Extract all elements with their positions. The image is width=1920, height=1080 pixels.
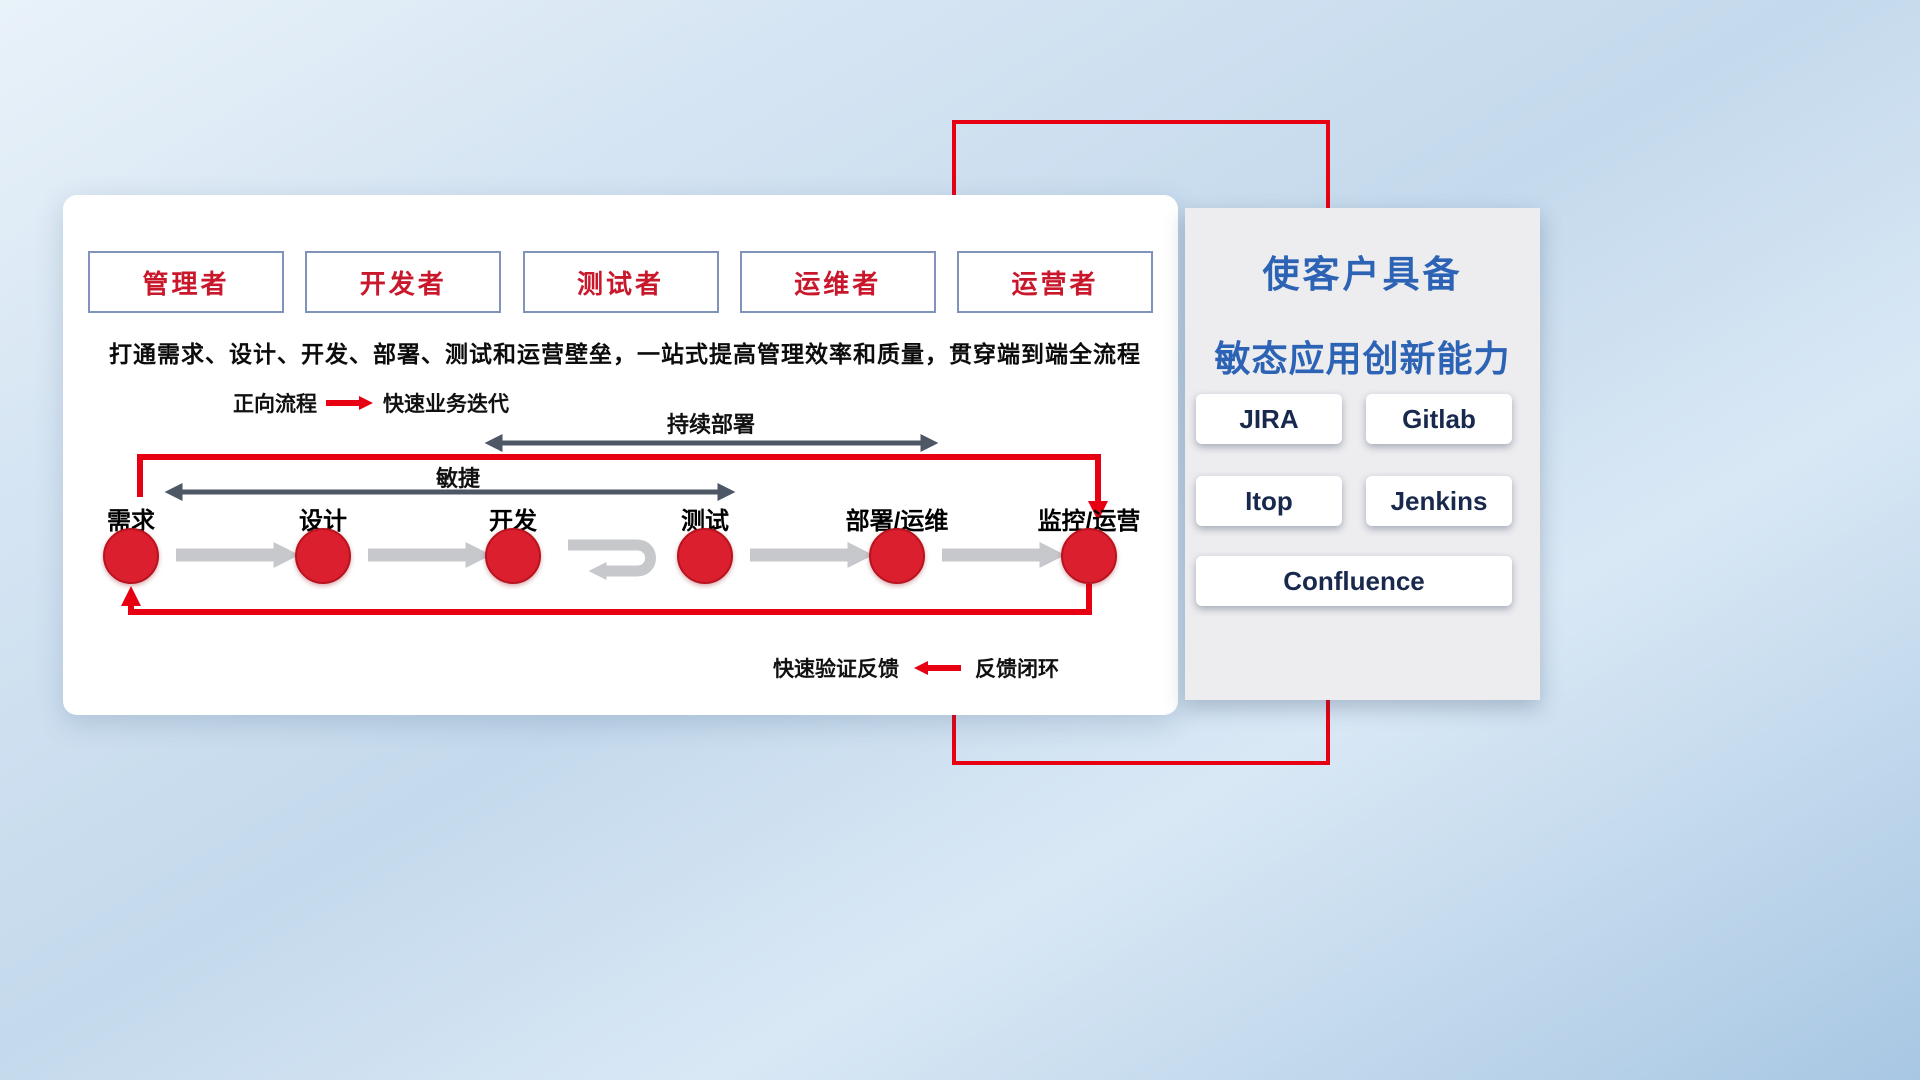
role-box-tester: 测试者 xyxy=(522,251,719,313)
devops-flow-panel: 管理者 开发者 测试者 运维者 运营者 打通需求、设计、开发、部署、测试和运营壁… xyxy=(63,195,1178,715)
tool-chip-confluence: Confluence xyxy=(1196,556,1512,606)
continuous-deploy-label: 持续部署 xyxy=(666,412,756,437)
iteration-loop-arrow xyxy=(568,539,656,580)
capability-title-line1: 使客户具备 xyxy=(1262,254,1463,295)
stage-node-development xyxy=(485,528,541,584)
feedback-legend: 快速验证反馈 反馈闭环 xyxy=(773,653,1059,683)
stage-node-testing xyxy=(677,528,733,584)
feedback-legend-caption: 快速验证反馈 xyxy=(773,658,899,681)
forward-legend: 正向流程 快速业务迭代 xyxy=(233,388,509,418)
forward-legend-caption: 快速业务迭代 xyxy=(383,393,509,416)
role-box-manager: 管理者 xyxy=(88,251,284,313)
feedback-flow-line xyxy=(121,584,1092,615)
stage-node-monitor-ops xyxy=(1061,528,1117,584)
tool-chip-gitlab: Gitlab xyxy=(1366,394,1512,444)
feedback-arrow-icon xyxy=(914,661,961,675)
role-box-ops: 运维者 xyxy=(739,251,936,313)
role-box-operator: 运营者 xyxy=(957,251,1153,313)
tool-chip-itop: Itop xyxy=(1196,476,1342,526)
stage-node-requirements xyxy=(103,528,159,584)
subtitle-text: 打通需求、设计、开发、部署、测试和运营壁垒，一站式提高管理效率和质量，贯穿端到端… xyxy=(109,341,1141,367)
tool-chip-jira: JIRA xyxy=(1196,394,1342,444)
role-box-developer: 开发者 xyxy=(305,251,502,313)
forward-flow-line xyxy=(137,454,1108,521)
role-boxes-row: 管理者 开发者 测试者 运维者 运营者 xyxy=(88,251,1153,313)
feedback-legend-label: 反馈闭环 xyxy=(975,658,1059,681)
forward-legend-label: 正向流程 xyxy=(233,393,317,416)
agile-label: 敏捷 xyxy=(435,466,481,491)
capability-title-line2: 敏态应用创新能力 xyxy=(1214,338,1511,379)
capability-panel: 使客户具备 敏态应用创新能力 JIRA Gitlab Itop Jenkins … xyxy=(1185,208,1540,700)
flow-lines-graphic xyxy=(121,434,1108,615)
tool-chip-jenkins: Jenkins xyxy=(1366,476,1512,526)
stage-node-design xyxy=(295,528,351,584)
forward-arrow-icon xyxy=(326,396,373,410)
stage-node-deploy-ops xyxy=(869,528,925,584)
